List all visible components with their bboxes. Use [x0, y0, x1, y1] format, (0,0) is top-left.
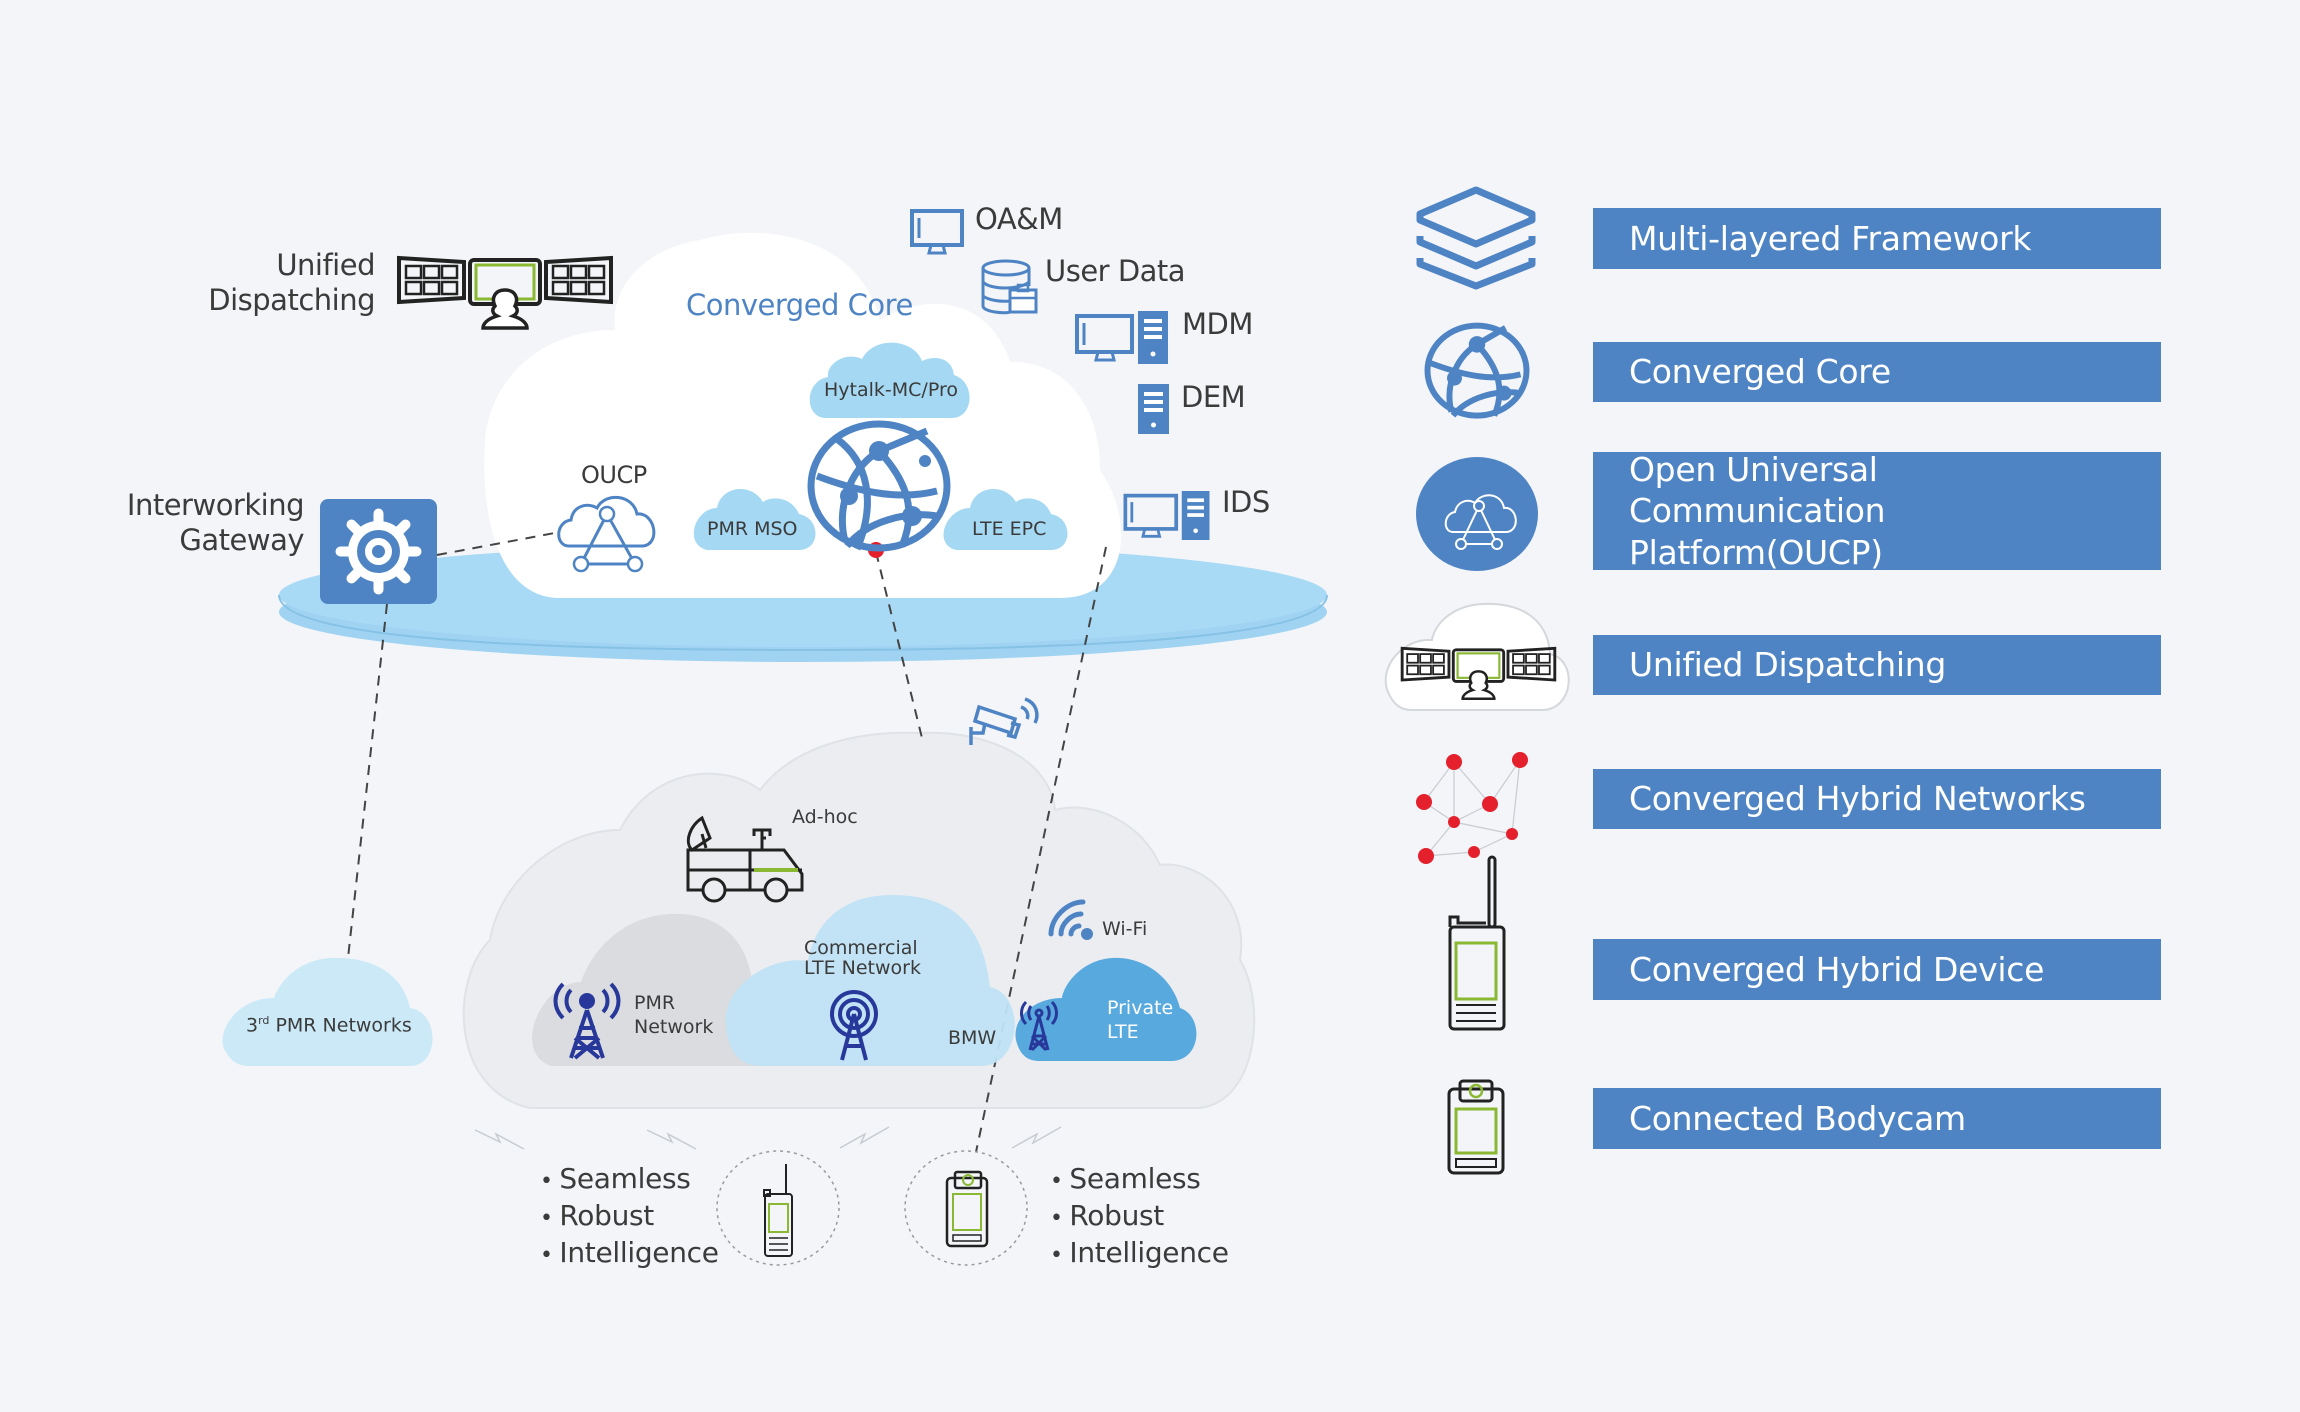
- service-mdm[interactable]: MDM: [1182, 307, 1253, 341]
- hytalk-cloud[interactable]: Hytalk-MC/Pro: [804, 337, 974, 418]
- converged-core-cloud: [484, 232, 1122, 598]
- commercial-lte-cloud[interactable]: [722, 895, 1022, 1066]
- lte-epc-label: LTE EPC: [972, 518, 1047, 540]
- globe-network-icon: [1424, 322, 1530, 419]
- dispatch-console-icon: [1384, 602, 1570, 711]
- radio-device-icon[interactable]: [762, 1162, 794, 1258]
- cloud-shape: [222, 957, 433, 1066]
- interworking-gateway-label: Interworking Gateway: [126, 488, 305, 557]
- bodycam-icon[interactable]: [945, 1170, 991, 1248]
- legend-unified-dispatching[interactable]: Unified Dispatching: [1593, 635, 2161, 695]
- legend-oucp[interactable]: Open Universal Communication Platform(OU…: [1593, 450, 2161, 572]
- private-lte-cloud[interactable]: Private LTE: [1012, 956, 1200, 1061]
- workstation-icon: [1123, 491, 1210, 540]
- cctv-camera-icon: [969, 697, 1039, 745]
- bodycam-circle: [904, 1150, 1028, 1266]
- pmr-tower-icon: [553, 982, 621, 1060]
- lte-tower-icon: [830, 990, 878, 1061]
- lte-epc-cloud[interactable]: LTE EPC: [936, 484, 1071, 550]
- legend-converged-core[interactable]: Converged Core: [1593, 342, 2161, 402]
- interworking-gateway-box[interactable]: [320, 499, 437, 604]
- monitor-icon: [910, 209, 964, 255]
- service-dem[interactable]: DEM: [1181, 380, 1246, 414]
- commercial-lte-label: Commercial LTE Network: [804, 937, 921, 979]
- server-icon: [1138, 384, 1169, 434]
- signal-lightning: [474, 1126, 1062, 1150]
- cloud-shape: [725, 895, 1015, 1066]
- pmr-mso-cloud[interactable]: PMR MSO: [687, 484, 819, 550]
- converged-core-title: Converged Core: [686, 288, 913, 322]
- hytalk-label: Hytalk-MC/Pro: [824, 379, 958, 401]
- private-lte-label: Private LTE: [1107, 997, 1174, 1043]
- cloud-platform-icon: [1416, 457, 1538, 571]
- legend-converged-hybrid-networks[interactable]: Converged Hybrid Networks: [1593, 769, 2161, 829]
- bmw-label: BMW: [948, 1027, 997, 1049]
- private-lte-tower-icon: [1020, 1000, 1058, 1052]
- service-ids[interactable]: IDS: [1222, 485, 1270, 519]
- oucp-label: OUCP: [581, 461, 647, 489]
- globe-network-icon[interactable]: [807, 420, 951, 552]
- pmr-mso-label: PMR MSO: [707, 518, 798, 540]
- radio-device-icon: [1448, 855, 1506, 1031]
- radio-circle: [716, 1150, 840, 1266]
- bodycam-icon: [1447, 1079, 1505, 1175]
- connection-lines: [347, 531, 1107, 1153]
- service-user-data[interactable]: User Data: [1045, 254, 1186, 288]
- cloud-shape: [693, 489, 816, 550]
- mesh-network-icon: [1416, 752, 1528, 864]
- layers-icon: [1416, 186, 1536, 290]
- legend-converged-hybrid-device[interactable]: Converged Hybrid Device: [1593, 939, 2161, 1000]
- legend-connected-bodycam[interactable]: Connected Bodycam: [1593, 1088, 2161, 1149]
- device-features-right: Seamless Robust Intelligence: [1050, 1162, 1229, 1273]
- adhoc-label: Ad-hoc: [792, 806, 858, 828]
- adhoc-vehicle-icon: [686, 815, 804, 903]
- device-features-left: Seamless Robust Intelligence: [540, 1162, 719, 1273]
- wifi-icon: [1048, 899, 1093, 940]
- service-oam[interactable]: OA&M: [975, 202, 1063, 236]
- legend-multi-layered-framework[interactable]: Multi-layered Framework: [1593, 208, 2161, 269]
- unified-dispatching-label: Unified Dispatching: [208, 248, 375, 317]
- cloud-shape: [943, 489, 1068, 550]
- cloud-shape: [809, 342, 970, 418]
- workstation-icon: [1075, 311, 1168, 364]
- oucp-cloud-icon[interactable]: [555, 495, 660, 575]
- third-pmr-label: 3rd PMR Networks: [246, 1014, 412, 1037]
- dispatch-console-icon: [397, 255, 613, 330]
- database-icon: [981, 259, 1038, 315]
- pmr-network-label: PMR Network: [634, 992, 714, 1038]
- wifi-label: Wi-Fi: [1102, 918, 1148, 940]
- gear-icon: [335, 508, 422, 595]
- third-pmr-cloud[interactable]: 3rd PMR Networks: [220, 956, 436, 1066]
- cloud-shape: [1015, 957, 1197, 1061]
